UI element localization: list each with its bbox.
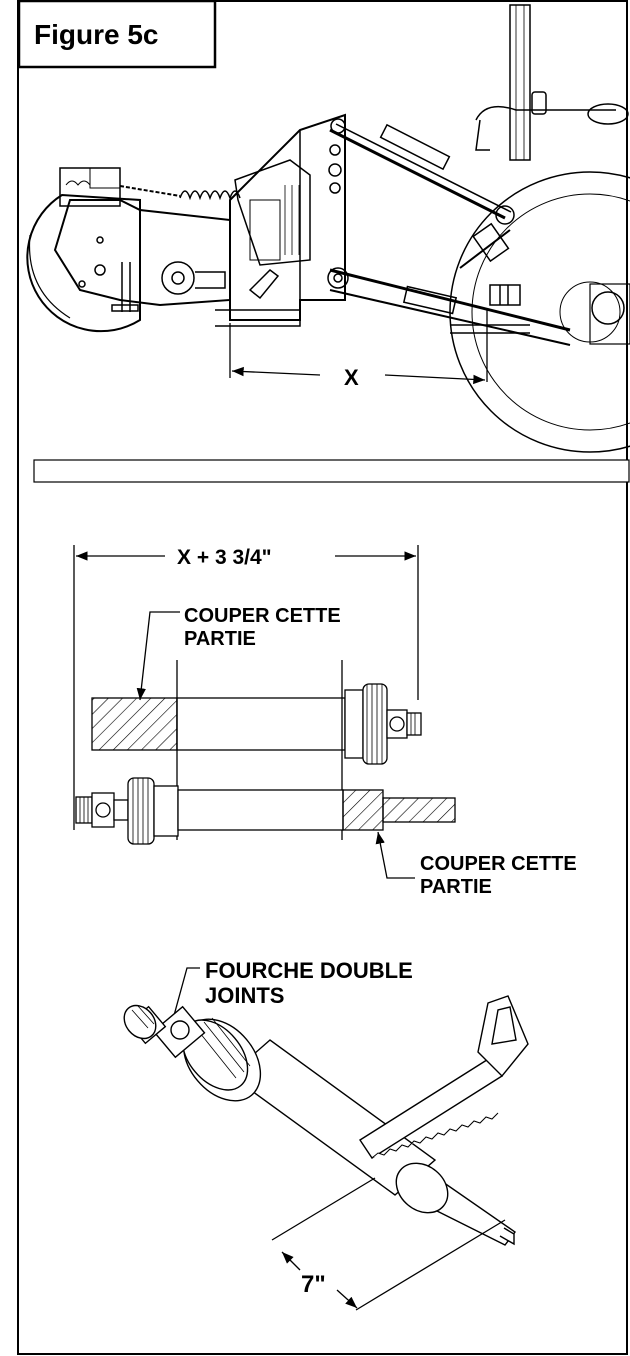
yoke-label-line1: FOURCHE DOUBLE [205,958,413,983]
yoke-callout: FOURCHE DOUBLE JOINTS [168,958,413,1031]
cut-label-upper-line1: COUPER CETTE [184,605,341,627]
cut-label-lower-line1: COUPER CETTE [420,853,577,875]
shaft-with-hacksaw-drawing [123,995,529,1246]
panel-separator [33,459,630,483]
figure-title-box: Figure 5c [17,0,217,69]
dimension-x-label: X [344,365,359,390]
cut-callout-upper: COUPER CETTE PARTIE [136,605,341,701]
cut-label-upper-line2: PARTIE [184,628,256,650]
lower-inner-tube-cut [382,797,456,823]
upper-cut-section [91,697,178,751]
outer-border [17,0,628,1355]
cut-callout-lower: COUPER CETTE PARTIE [375,831,577,898]
dimension-x-plus-label: X + 3 3/4" [177,546,272,569]
dimension-7in-label: 7" [301,1271,326,1298]
dimension-7in: 7" [271,1177,506,1311]
figure-title: Figure 5c [34,19,158,50]
upper-shaft-half [91,660,422,840]
yoke-label-line2: JOINTS [205,983,284,1008]
lower-cut-section [342,789,384,831]
dimension-x-plus: X + 3 3/4" [73,545,419,830]
tractor-assembly-drawing [26,4,630,453]
lower-shaft-half [75,777,456,845]
dimension-x: X [229,310,488,390]
cut-label-lower-line2: PARTIE [420,876,492,898]
